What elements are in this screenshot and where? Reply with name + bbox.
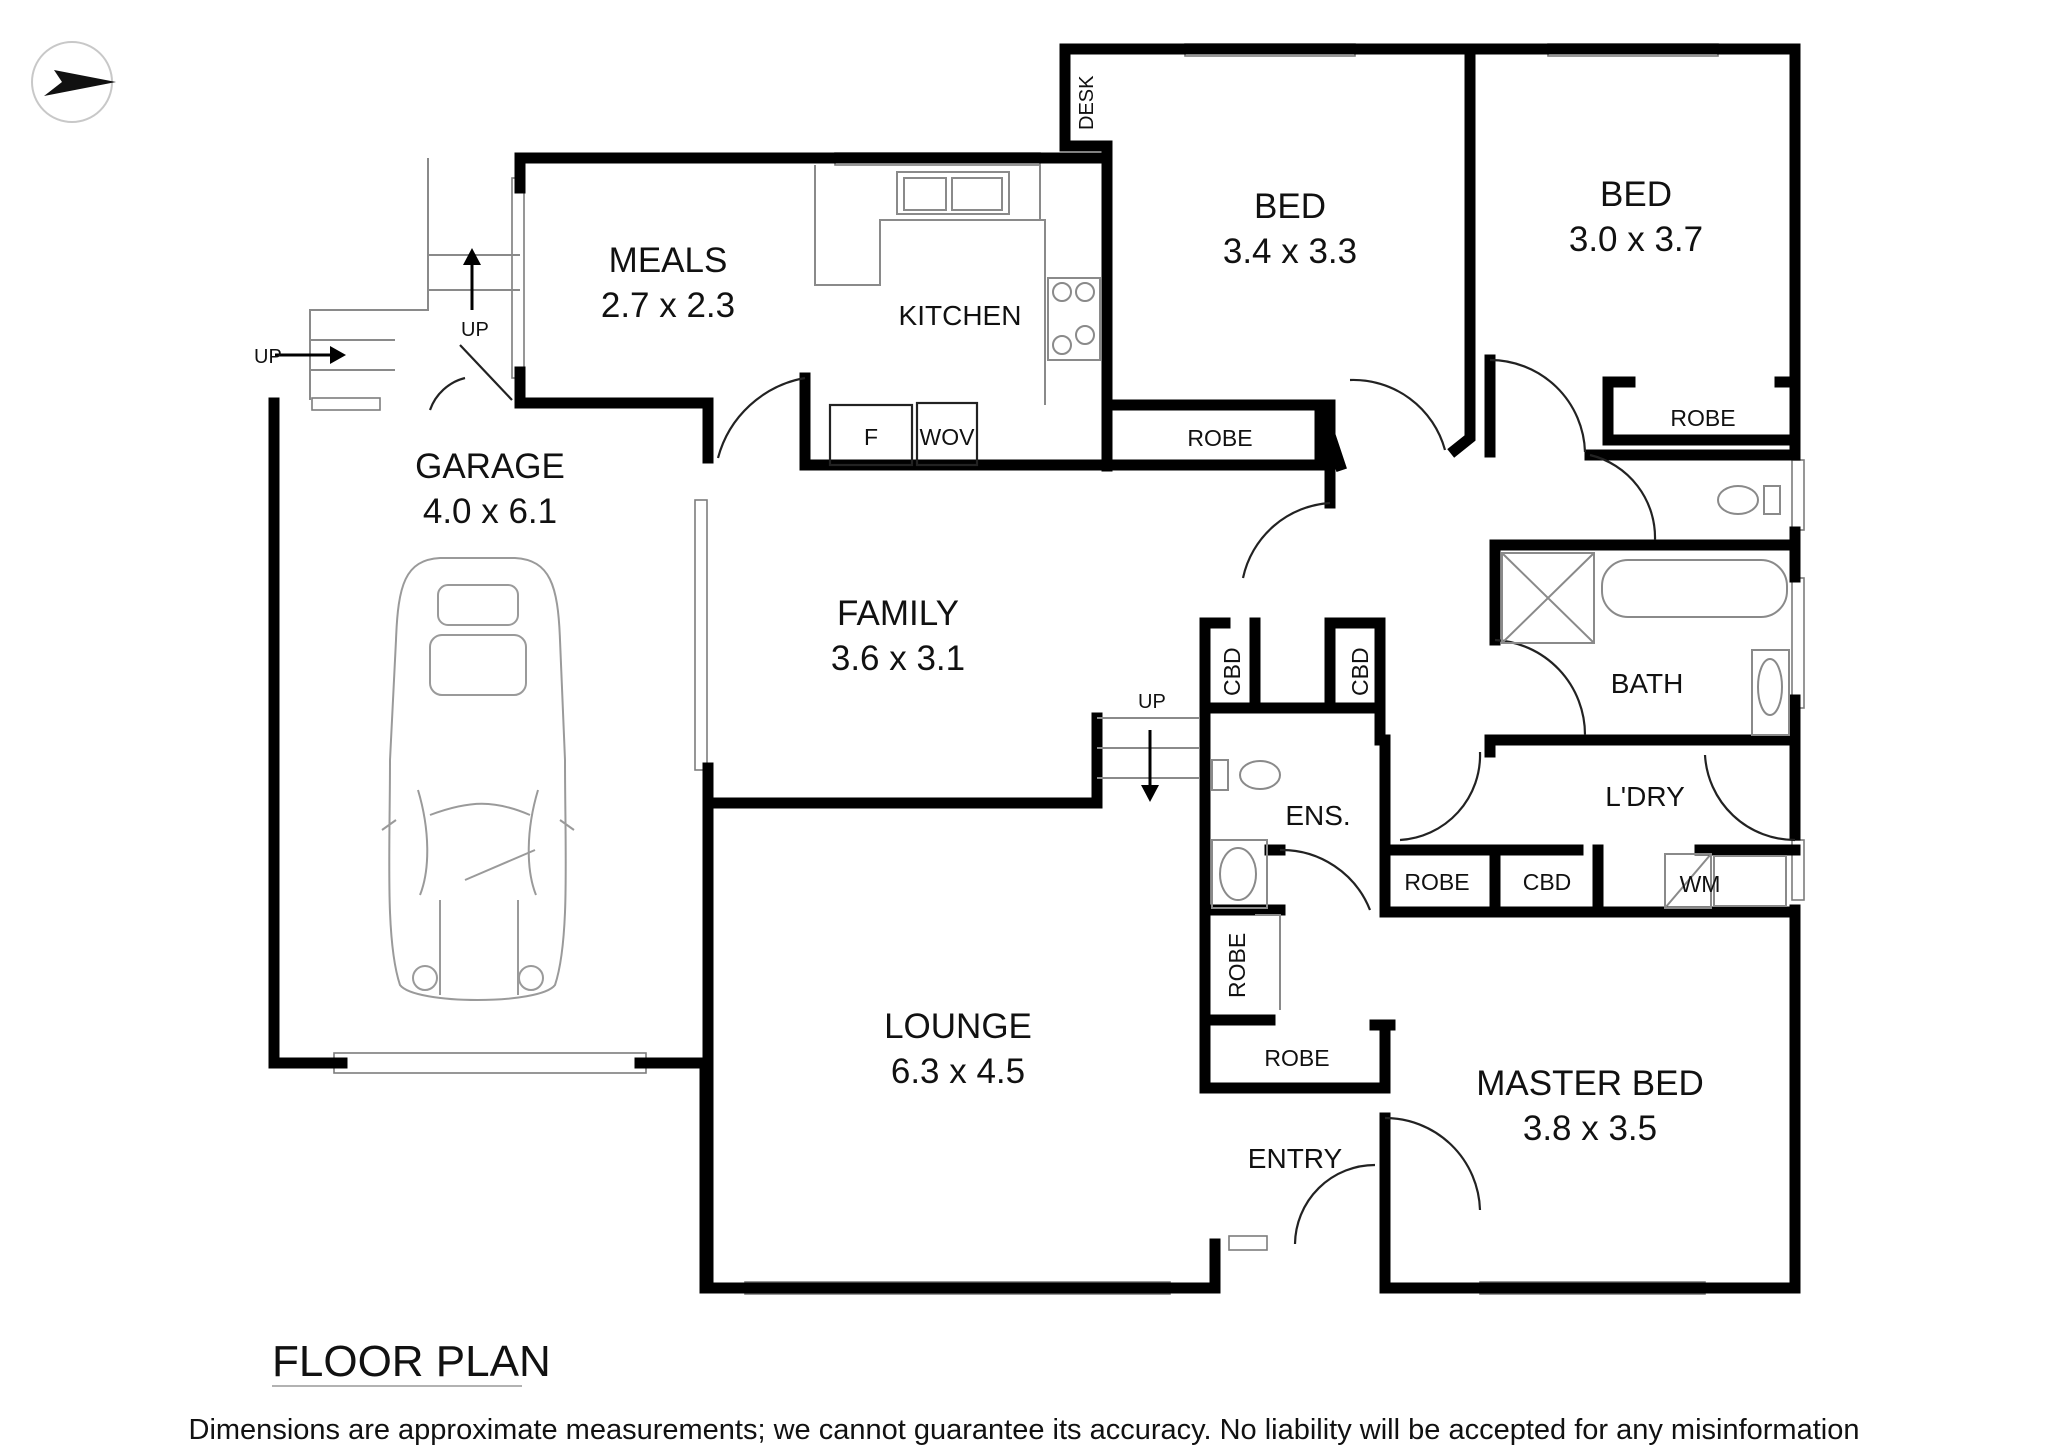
cbd-label-right: CBD [1347, 647, 1373, 696]
cbd-label-left: CBD [1219, 647, 1245, 696]
up-label-1: UP [254, 346, 282, 368]
robe-label-hall: ROBE [1404, 869, 1469, 895]
kitchen-name: KITCHEN [899, 300, 1022, 331]
entry-name: ENTRY [1248, 1143, 1343, 1174]
interior-walls [702, 43, 1801, 1294]
bed2-name: BED [1254, 187, 1326, 226]
car-icon [381, 557, 575, 1001]
garage-name: GARAGE [415, 447, 565, 486]
up-label-2: UP [461, 319, 489, 341]
lounge-name: LOUNGE [884, 1007, 1032, 1046]
meals-dimensions: 2.7 x 2.3 [601, 286, 735, 325]
ensuite-name: ENS. [1285, 800, 1350, 831]
wall-oven-label: WOV [920, 424, 976, 450]
bath-name: BATH [1611, 668, 1684, 699]
fridge-label: F [864, 424, 878, 450]
cbd-label-hall: CBD [1523, 869, 1572, 895]
bed3-dimensions: 3.0 x 3.7 [1569, 220, 1703, 259]
bed2-dimensions: 3.4 x 3.3 [1223, 232, 1357, 271]
plan-title: FLOOR PLAN [272, 1337, 551, 1386]
garage-dimensions: 4.0 x 6.1 [423, 492, 557, 531]
up-label-3: UP [1138, 691, 1166, 713]
family-name: FAMILY [837, 594, 959, 633]
master-bed-dimensions: 3.8 x 3.5 [1523, 1109, 1657, 1148]
laundry-name: L'DRY [1605, 781, 1685, 812]
bed3-name: BED [1600, 175, 1672, 214]
desk-label: DESK [1076, 75, 1098, 130]
wet-area-fixtures [1211, 485, 1790, 1010]
robe-label-bed3: ROBE [1670, 405, 1735, 431]
up-arrow-icons [275, 248, 1159, 802]
kitchen-fixtures [814, 165, 1101, 467]
family-dimensions: 3.6 x 3.1 [831, 639, 965, 678]
meals-name: MEALS [609, 241, 728, 280]
disclaimer-text: Dimensions are approximate measurements;… [189, 1414, 1860, 1446]
master-bed-name: MASTER BED [1476, 1064, 1704, 1103]
robe-label-bed2: ROBE [1187, 425, 1252, 451]
robe-label-master-2: ROBE [1264, 1045, 1329, 1071]
north-compass-icon [31, 41, 116, 123]
washing-machine-label: WM [1680, 871, 1721, 897]
robe-label-master-1: ROBE [1224, 933, 1250, 998]
lounge-dimensions: 6.3 x 4.5 [891, 1052, 1025, 1091]
